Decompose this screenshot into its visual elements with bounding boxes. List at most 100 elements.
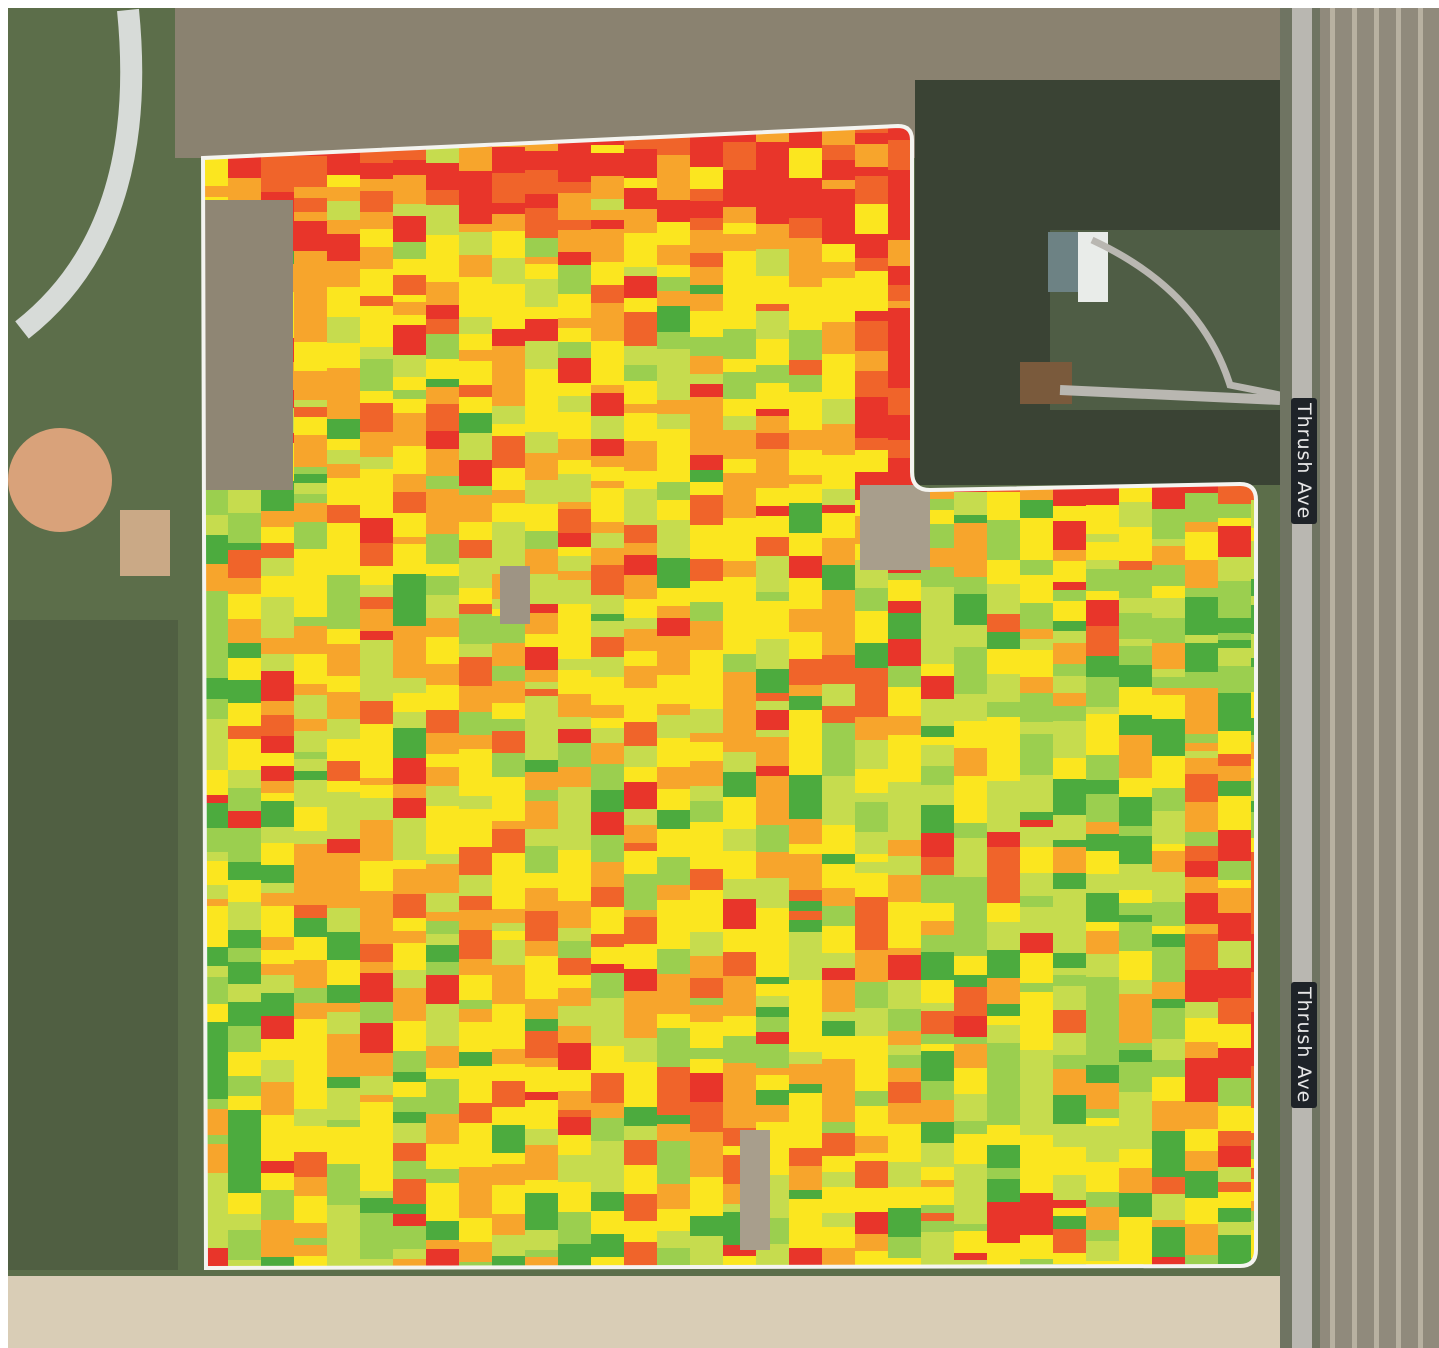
yield-cell (822, 464, 856, 475)
yield-cell (921, 1044, 955, 1051)
yield-cell (855, 294, 889, 311)
yield-cell (1086, 1192, 1120, 1207)
yield-cell (690, 1151, 724, 1177)
yield-cell (1053, 693, 1087, 706)
yield-cell (558, 1231, 592, 1244)
yield-cell (756, 339, 790, 365)
yield-cell (1185, 751, 1219, 758)
yield-cell (855, 1251, 889, 1258)
yield-cell (558, 342, 592, 358)
yield-cell (822, 776, 856, 799)
yield-cell (624, 178, 658, 188)
yield-cell (855, 279, 889, 294)
yield-cell (360, 1213, 394, 1232)
yield-cell (591, 548, 625, 565)
yield-cell (954, 492, 988, 515)
yield-cell (261, 1060, 295, 1082)
yield-cell (789, 911, 823, 920)
field-boundary (200, 123, 1258, 1270)
yield-cell (591, 262, 625, 285)
yield-cell (327, 1177, 361, 1205)
yield-cell (921, 726, 955, 737)
yield-cell (690, 801, 724, 822)
yield-cell (591, 341, 625, 357)
yield-cell (855, 397, 889, 404)
yield-cell (1053, 931, 1087, 953)
yield-cell (558, 556, 592, 571)
yield-cell (723, 976, 757, 994)
yield-cell (426, 163, 460, 190)
yield-cell (426, 476, 460, 489)
yield-cell (327, 464, 361, 478)
yield-cell (426, 767, 460, 786)
yield-cell (360, 151, 394, 163)
yield-cell (426, 962, 460, 975)
yield-cell (459, 835, 493, 847)
yield-cell (1086, 755, 1120, 780)
yield-cell (1020, 812, 1054, 820)
yield-cell (1251, 778, 1256, 801)
yield-cell (393, 869, 427, 894)
yield-cell (888, 573, 922, 580)
yield-cell (591, 385, 625, 393)
yield-cell (459, 433, 493, 460)
yield-cell (690, 761, 724, 786)
yield-cell (1053, 1095, 1087, 1124)
yield-cell (954, 956, 988, 975)
yield-cell (228, 962, 262, 984)
yield-cell (1053, 744, 1087, 758)
yield-cell (426, 1046, 460, 1068)
yield-cell (525, 238, 559, 257)
yield-cell (360, 973, 394, 1002)
yield-cell (855, 126, 889, 133)
yield-cell (921, 1187, 955, 1205)
yield-cell (525, 670, 559, 682)
yield-cell (822, 565, 856, 590)
yield-cell (657, 291, 691, 306)
yield-cell (789, 980, 823, 1005)
yield-cell (855, 234, 889, 258)
yield-cell (690, 455, 724, 470)
yield-cell (327, 187, 361, 201)
yield-cell (1185, 877, 1219, 893)
yield-cell (1086, 1109, 1120, 1118)
yield-cell (360, 1086, 394, 1095)
yield-cell (822, 706, 856, 723)
yield-cell (360, 609, 394, 631)
yield-cell (203, 852, 229, 861)
yield-cell (624, 312, 658, 330)
yield-cell (393, 574, 427, 598)
yield-cell (1086, 977, 1120, 996)
yield-cell (558, 318, 592, 328)
yield-cell (459, 486, 493, 495)
yield-cell (393, 513, 427, 537)
yield-cell (1020, 983, 1054, 992)
yield-cell (1086, 677, 1120, 707)
yield-cell (756, 409, 790, 416)
yield-cell (203, 186, 229, 197)
yield-cell (591, 229, 625, 242)
yield-cell (690, 733, 724, 742)
yield-cell (228, 1110, 262, 1140)
yield-cell (360, 724, 394, 740)
yield-cell (1086, 954, 1120, 977)
yield-cell (203, 613, 229, 632)
yield-cell (1152, 643, 1186, 669)
soil-strip-south (8, 1276, 1280, 1348)
yield-cell (261, 626, 295, 638)
yield-cell (492, 1185, 526, 1214)
yield-cell (294, 400, 328, 407)
yield-cell (261, 937, 295, 950)
yield-cell (690, 686, 724, 709)
yield-cell (393, 833, 427, 860)
yield-cell (261, 865, 295, 883)
yield-cell (1119, 570, 1153, 598)
yield-cell (393, 413, 427, 437)
yield-cell (261, 883, 295, 893)
yield-cell (1152, 982, 1186, 999)
yield-cell (360, 1232, 394, 1259)
yield-cell (294, 198, 328, 212)
yield-cell (690, 374, 724, 384)
yield-cell (558, 358, 592, 383)
